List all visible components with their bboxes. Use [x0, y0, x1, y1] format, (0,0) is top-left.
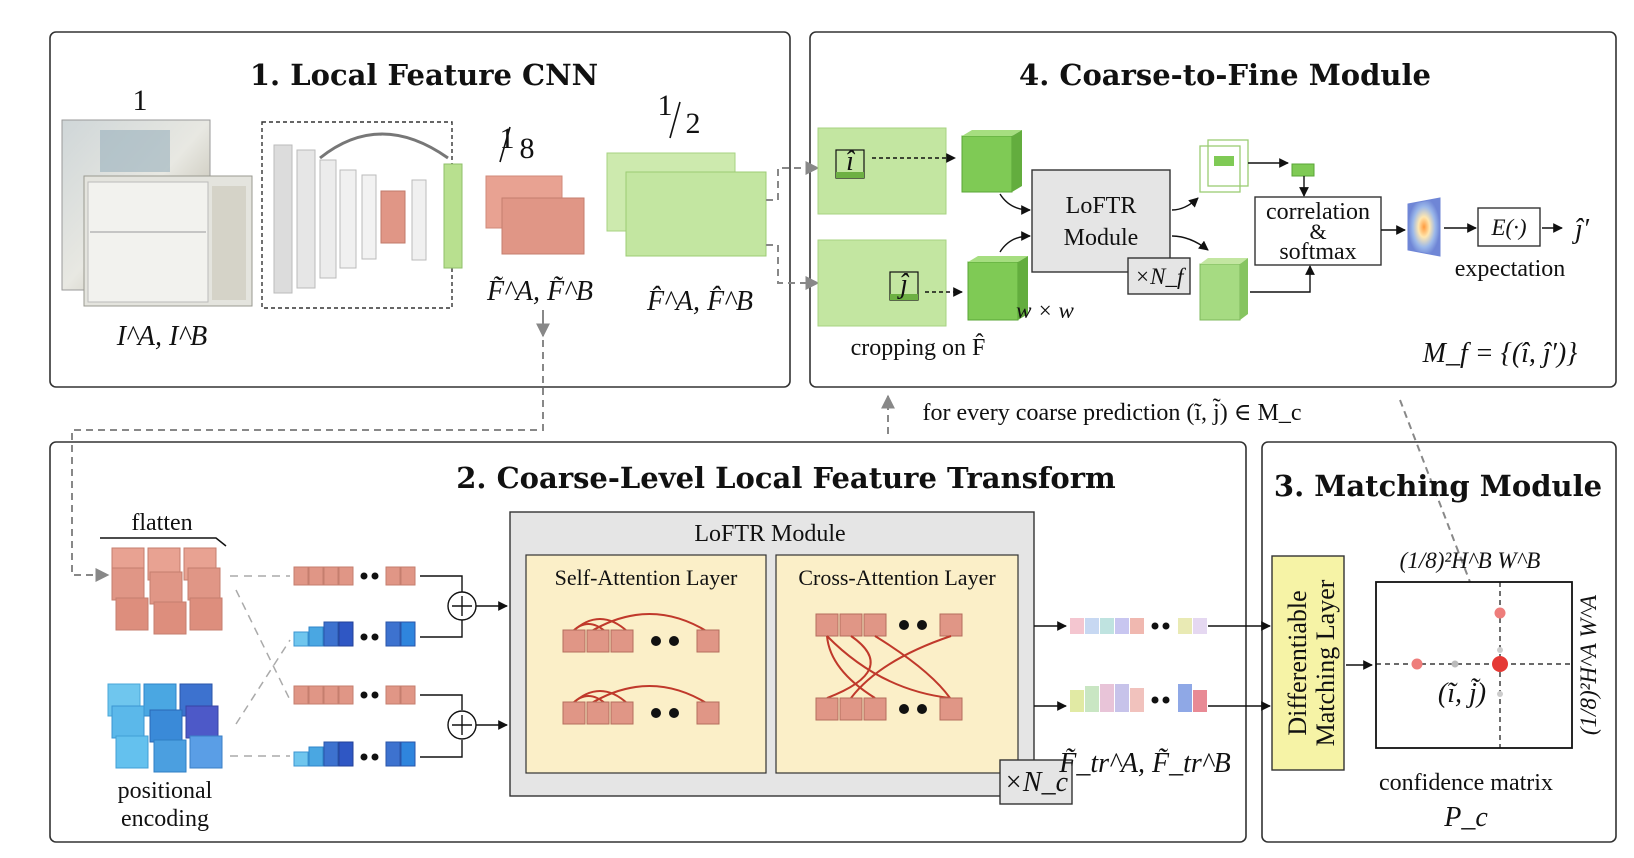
transformed-tokens-b: [1070, 684, 1207, 712]
match-point: [1492, 656, 1508, 672]
cross-attention-label: Cross-Attention Layer: [798, 565, 996, 590]
i-hat-label: î: [846, 146, 856, 177]
matrix-right-axis: (1/8)²H^A W^A: [1576, 594, 1601, 735]
token-row-pos-b: [293, 741, 416, 767]
fine-feature-label: F̂^A, F̂^B: [646, 286, 753, 317]
matching-layer-line2: Matching Layer: [1311, 579, 1340, 746]
cropping-label: cropping on F̂: [851, 333, 986, 361]
confidence-matrix-label: confidence matrix: [1379, 770, 1553, 796]
sum-connectors: [420, 575, 508, 758]
scale-eighth-den: 8: [520, 132, 535, 165]
grid-connections: [230, 575, 291, 757]
fine-module-line1: LoFTR: [1066, 193, 1137, 219]
loftr-fine-module: LoFTR Module ×N_f: [1031, 169, 1191, 295]
expectation-label: expectation: [1455, 256, 1566, 282]
sum-node-a: [447, 591, 477, 621]
panel-matching-module: 3. Matching Module Differentiable Matchi…: [1208, 441, 1617, 843]
nf-repeat-label: ×N_f: [1135, 264, 1187, 289]
nc-repeat-label: ×N_c: [1004, 767, 1069, 798]
softmax-label: softmax: [1279, 239, 1356, 265]
panel-title-cnn: 1. Local Feature CNN: [250, 58, 598, 92]
token-row-pos-a: [293, 621, 416, 647]
coarse-feature-label: F̃^A, F̃^B: [486, 276, 593, 307]
self-attention-layer: Self-Attention Layer: [525, 554, 767, 774]
coarse-feature-maps: [485, 175, 585, 255]
matching-layer-line1: Differentiable: [1283, 590, 1312, 735]
expectation-box: E(·): [1477, 207, 1541, 247]
scale-half-den: 2: [686, 107, 701, 140]
flatten-label: flatten: [131, 510, 192, 536]
output-window-feature: [1199, 258, 1248, 321]
match-point-label: (ĩ, j̃): [1438, 678, 1486, 709]
confidence-matrix: [1375, 581, 1573, 749]
panel-title-matching: 3. Matching Module: [1274, 469, 1602, 503]
positional-label-line1: positional: [118, 778, 213, 804]
matrix-top-axis: (1/8)²H^B W^B: [1400, 548, 1541, 573]
transformed-feature-label: F̃_tr^A, F̃_tr^B: [1058, 748, 1230, 779]
cnn-backbone: [261, 121, 463, 309]
loftr-coarse-module: LoFTR Module Self-Attention Layer: [509, 511, 1073, 805]
panel-title-transform: 2. Coarse-Level Local Feature Transform: [456, 461, 1116, 495]
coarse-prediction-bridge-text: for every coarse prediction (ĩ, j̃) ∈ M_…: [923, 398, 1302, 426]
window-feature-j: [967, 256, 1028, 321]
panel-coarse-to-fine: 4. Coarse-to-Fine Module î ĵ: [766, 31, 1617, 388]
differentiable-matching-layer: Differentiable Matching Layer: [1271, 555, 1345, 771]
scale-half-num: 1: [658, 89, 673, 122]
panel-title-c2f: 4. Coarse-to-Fine Module: [1019, 58, 1431, 92]
positional-encoding-grid: [107, 683, 223, 773]
correlation-label: correlation: [1266, 199, 1370, 225]
token-row-coarse-a: [293, 566, 416, 586]
j-refined-label: ĵ′: [1572, 214, 1590, 245]
j-hat-label: ĵ: [897, 269, 910, 300]
transformed-tokens-a: [1070, 618, 1207, 634]
mf-set-label: M_f = {(î, ĵ′)}: [1422, 338, 1578, 369]
fine-module-line2: Module: [1064, 225, 1139, 251]
heatmap-icon: [1407, 197, 1441, 257]
crop-window-i: î: [817, 127, 947, 215]
panel-coarse-transform: 2. Coarse-Level Local Feature Transform …: [49, 441, 1247, 843]
positional-label-line2: encoding: [121, 806, 209, 832]
crop-window-j: ĵ: [817, 239, 947, 327]
panel-local-feature-cnn: 1. Local Feature CNN 1 I^A, I^B 1: [49, 31, 791, 388]
input-images-label: I^A, I^B: [116, 321, 207, 352]
coarse-feature-grid: [111, 547, 223, 635]
correlation-softmax-box: correlation & softmax: [1254, 196, 1382, 266]
token-row-coarse-b: [293, 685, 416, 705]
sum-node-b: [447, 710, 477, 740]
window-feature-i: [961, 130, 1022, 193]
fine-feature-maps: [606, 152, 767, 257]
window-size-label: w × w: [1016, 298, 1074, 323]
input-images: [61, 119, 253, 307]
scale-full-label: 1: [133, 84, 148, 117]
correlation-amp: &: [1309, 219, 1326, 244]
expectation-fn: E(·): [1490, 215, 1526, 240]
coarse-module-title: LoFTR Module: [694, 521, 845, 547]
confidence-matrix-symbol: P_c: [1443, 802, 1488, 833]
self-attention-label: Self-Attention Layer: [555, 565, 738, 590]
cross-attention-layer: Cross-Attention Layer: [775, 554, 1019, 774]
